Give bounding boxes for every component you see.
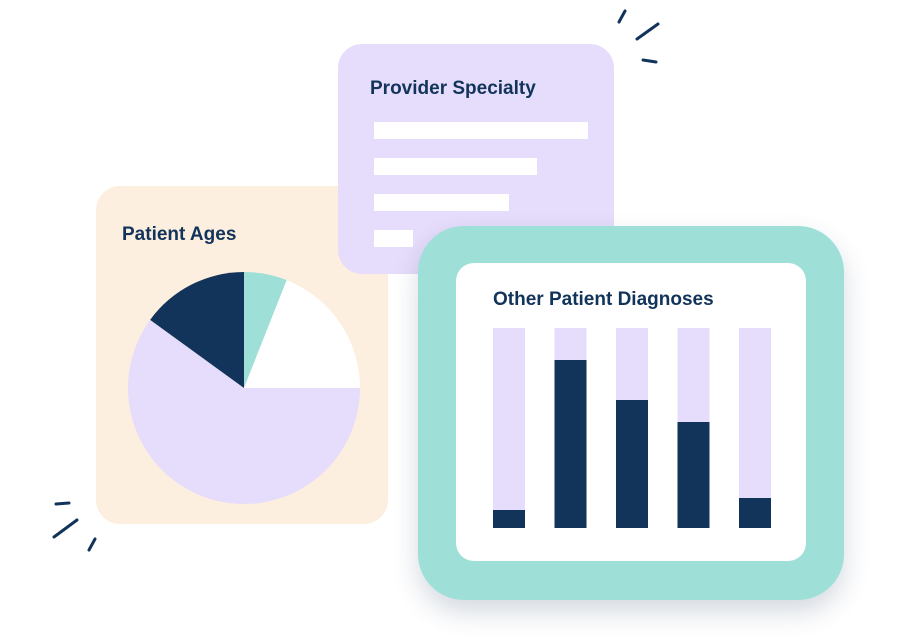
diagnosis-bar-4-segment-2 (677, 328, 710, 422)
specialty-bar-2 (374, 158, 537, 175)
diagnosis-bar-1-segment-1 (493, 510, 525, 528)
diagnosis-bar-5-segment-1 (739, 498, 771, 528)
diagnosis-bar-3-segment-1 (616, 400, 648, 528)
patient-ages-title: Patient Ages (122, 224, 237, 245)
patient-ages-pie-chart (127, 272, 360, 504)
diagnosis-bar-5-segment-2 (739, 328, 771, 498)
other-patient-diagnoses-card: Other Patient Diagnoses (418, 226, 844, 600)
pie-slice-4 (150, 272, 244, 388)
sparkle-stroke (641, 58, 658, 64)
pie-slice-1 (244, 272, 287, 388)
diagnoses-chart-panel: Other Patient Diagnoses (456, 263, 806, 561)
pie-slice-2 (244, 280, 360, 388)
sparkle-stroke (52, 518, 79, 539)
diagnosis-bar-2-segment-1 (554, 360, 587, 528)
sparkle-stroke (87, 537, 97, 552)
diagnosis-bar-2-segment-2 (554, 328, 587, 360)
provider-specialty-title: Provider Specialty (370, 78, 536, 99)
diagnosis-bar-4-segment-1 (677, 422, 710, 528)
diagnosis-bar-1-segment-2 (493, 328, 525, 510)
diagnoses-stacked-bar-chart (493, 328, 771, 528)
patient-ages-card: Patient Ages (96, 186, 388, 524)
pie-slice-3 (127, 319, 360, 504)
other-patient-diagnoses-title: Other Patient Diagnoses (493, 289, 714, 310)
sparkle-stroke (617, 9, 627, 24)
diagnosis-bar-3-segment-2 (616, 328, 648, 400)
sparkle-stroke (54, 501, 71, 506)
specialty-bar-1 (374, 122, 588, 139)
specialty-bar-3 (374, 194, 509, 211)
sparkle-stroke (635, 22, 660, 41)
specialty-bar-4 (374, 230, 413, 247)
